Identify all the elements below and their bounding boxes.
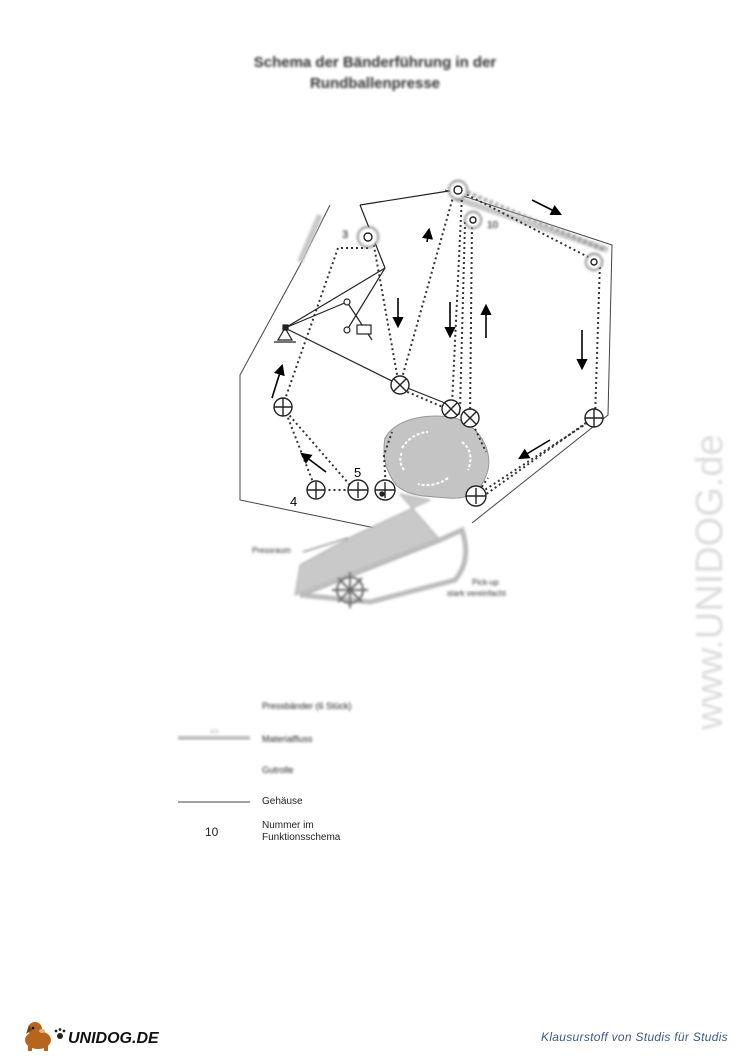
tension-arm — [284, 189, 456, 406]
roller-bottom-right-icon — [465, 485, 487, 507]
roller-right-icon — [584, 408, 604, 428]
roller-10-label: 10 — [487, 220, 499, 231]
pickup-unit — [299, 526, 469, 608]
roller-5-label: 5 — [354, 465, 361, 480]
legend-number-sample: 10 — [205, 825, 219, 839]
footer-brand-text: UNIDOG.DE — [68, 1030, 160, 1047]
legend-number-label-line1: Nummer im — [262, 820, 314, 831]
diagram-title-line2: Rundballenpresse — [309, 75, 441, 92]
belt-direction-arrows — [271, 199, 588, 473]
unidog-logo: UNIDOG.DE — [25, 1022, 160, 1051]
legend-material-flow-label: Materialfluss — [262, 734, 313, 744]
legend-housing-label: Gehäuse — [262, 796, 303, 807]
roller-group — [273, 180, 604, 507]
watermark-text: www.UNIDOG.de — [689, 434, 731, 731]
diagram-title-line1: Schema der Bänderführung in der — [253, 54, 497, 71]
pickup-callout: Pick-up stark vereinfacht — [447, 578, 506, 598]
footer-brand[interactable]: UNIDOG.DE — [20, 1018, 180, 1057]
dog-icon — [25, 1022, 51, 1051]
legend-symbols: => — [178, 704, 250, 803]
pickup-label-line2: stark vereinfacht — [447, 589, 506, 598]
roller-top-icon — [448, 180, 468, 200]
pivot-mount — [274, 324, 296, 343]
pickup-label-line1: Pick-up — [472, 578, 499, 587]
legend-bale-label: Gutrolle — [262, 765, 294, 775]
housing-hidden — [297, 195, 609, 264]
pressraum-label: Pressraum — [252, 546, 291, 555]
roller-drive-icon — [374, 479, 396, 501]
bale-chamber — [294, 415, 490, 596]
roller-5-icon — [347, 479, 369, 501]
press-belts-top-hidden — [461, 188, 606, 252]
paw-icon — [54, 1028, 66, 1039]
roller-3-label: 3 — [342, 229, 348, 241]
roller-10-icon — [464, 211, 482, 229]
legend-material-flow-symbol: => — [178, 727, 250, 740]
svg-text:=>: => — [210, 727, 220, 736]
pressraum-callout: Pressraum — [252, 537, 349, 555]
roller-left-icon — [273, 397, 293, 417]
roller-center-b-icon — [460, 408, 480, 428]
roller-3-icon — [357, 226, 379, 248]
footer-tagline: Klausurstoff von Studis für Studis — [541, 1030, 728, 1044]
legend-press-belt-label: Pressbänder (6 Stück) — [262, 701, 352, 711]
roller-4-label: 4 — [290, 494, 297, 509]
legend-number-label-line2: Funktionsschema — [262, 832, 341, 843]
roller-tension-icon — [390, 375, 410, 395]
roller-right-top-icon — [585, 253, 603, 271]
roller-4-icon — [306, 480, 326, 500]
roller-center-a-icon — [441, 399, 461, 419]
